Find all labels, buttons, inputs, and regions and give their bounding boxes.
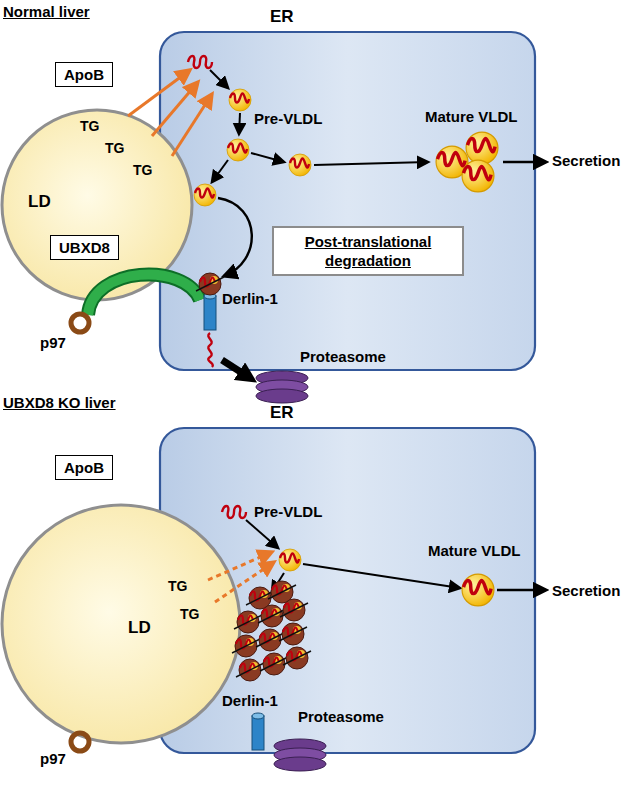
particle-label: Mature VLDL [428, 542, 521, 559]
er-outline [160, 32, 535, 370]
lipid-droplet: TG TG TG LD UBXD8 [2, 110, 192, 300]
complex-label: Proteasome [298, 708, 384, 725]
lipid-label: TG [80, 118, 99, 134]
lipid-label: TG [168, 578, 187, 594]
er-region: ER [160, 428, 535, 753]
process-label: Secretion [552, 582, 620, 599]
region-heading: ER [270, 7, 294, 27]
protein-label: Derlin-1 [222, 692, 278, 709]
panel-heading: UBXD8 KO liver [3, 394, 116, 411]
lipid-droplet: TG TG LD [2, 505, 240, 743]
protein-box: ApoB [55, 455, 113, 480]
lipid-label: TG [105, 140, 124, 156]
box-text: Post-translational degradation [280, 232, 456, 270]
er-region: ERPost-translational degradation [160, 32, 535, 370]
box-text: ApoB [64, 66, 104, 83]
droplet-outline [2, 505, 240, 743]
droplet-label: LD [28, 192, 51, 212]
box-text: ApoB [64, 459, 104, 476]
complex-label: Proteasome [300, 348, 386, 365]
protein-label: p97 [40, 750, 66, 767]
panel-heading: Normal liver [3, 3, 90, 20]
particle-label: Mature VLDL [425, 108, 518, 125]
particle-label: Pre-VLDL [254, 503, 322, 520]
protein-box: ApoB [55, 62, 113, 87]
protein-box: UBXD8 [50, 235, 119, 260]
lipid-label: TG [133, 162, 152, 178]
protein-label: Derlin-1 [222, 290, 278, 307]
process-label: Secretion [552, 152, 620, 169]
particle-label: Pre-VLDL [254, 110, 322, 127]
lipid-label: TG [180, 606, 199, 622]
box-text: UBXD8 [59, 239, 110, 256]
region-heading: ER [270, 403, 294, 423]
droplet-label: LD [128, 618, 151, 638]
protein-label: p97 [40, 334, 66, 351]
process-box: Post-translational degradation [272, 226, 464, 276]
